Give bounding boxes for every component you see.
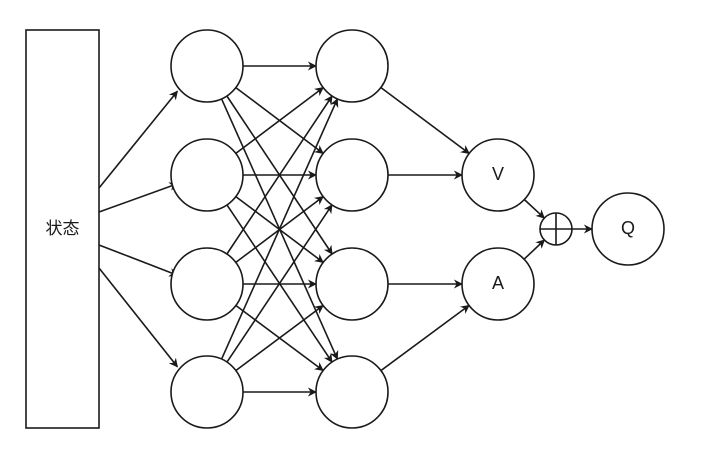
hidden1-node-3 bbox=[170, 247, 244, 321]
edge-h1-4-to-h2-3 bbox=[235, 304, 324, 372]
hidden-layer-2 bbox=[315, 29, 389, 429]
edge-v-to-sum bbox=[523, 198, 545, 219]
edge-state-to-h1-2 bbox=[98, 182, 179, 213]
edge-h1-2-to-h2-1 bbox=[235, 86, 324, 155]
advantage-node bbox=[461, 247, 535, 321]
hidden-layer-1 bbox=[170, 29, 244, 429]
hidden1-node-1 bbox=[170, 29, 244, 103]
edges bbox=[98, 61, 593, 397]
hidden2-node-3 bbox=[315, 247, 389, 321]
edge-state-to-h1-1 bbox=[98, 90, 179, 189]
hidden2-node-1 bbox=[315, 29, 389, 103]
aggregation-node bbox=[539, 212, 573, 246]
edge-h2-1-to-v bbox=[380, 86, 470, 155]
hidden1-node-4 bbox=[170, 355, 244, 429]
edge-state-to-h1-3 bbox=[98, 244, 179, 277]
state-box bbox=[25, 29, 100, 429]
value-label: V bbox=[492, 164, 504, 184]
advantage-label: A bbox=[492, 273, 504, 293]
edge-h2-4-to-a bbox=[380, 304, 470, 372]
q-label: Q bbox=[621, 218, 635, 238]
state-input: 状态 bbox=[25, 29, 100, 429]
edge-h1-3-to-h2-1 bbox=[226, 95, 333, 255]
hidden2-node-4 bbox=[315, 355, 389, 429]
q-node bbox=[591, 192, 665, 266]
edge-state-to-h1-4 bbox=[98, 267, 179, 368]
advantage-stream: A bbox=[461, 247, 535, 321]
value-stream: V bbox=[461, 138, 535, 212]
edge-a-to-sum bbox=[523, 239, 546, 260]
q-output: Q bbox=[591, 192, 665, 266]
edge-h1-4-to-h2-1 bbox=[220, 98, 339, 360]
edge-h1-4-to-h2-2 bbox=[226, 204, 333, 363]
value-node bbox=[461, 138, 535, 212]
hidden2-node-2 bbox=[315, 138, 389, 212]
hidden1-node-2 bbox=[170, 138, 244, 212]
state-label: 状态 bbox=[46, 219, 80, 239]
